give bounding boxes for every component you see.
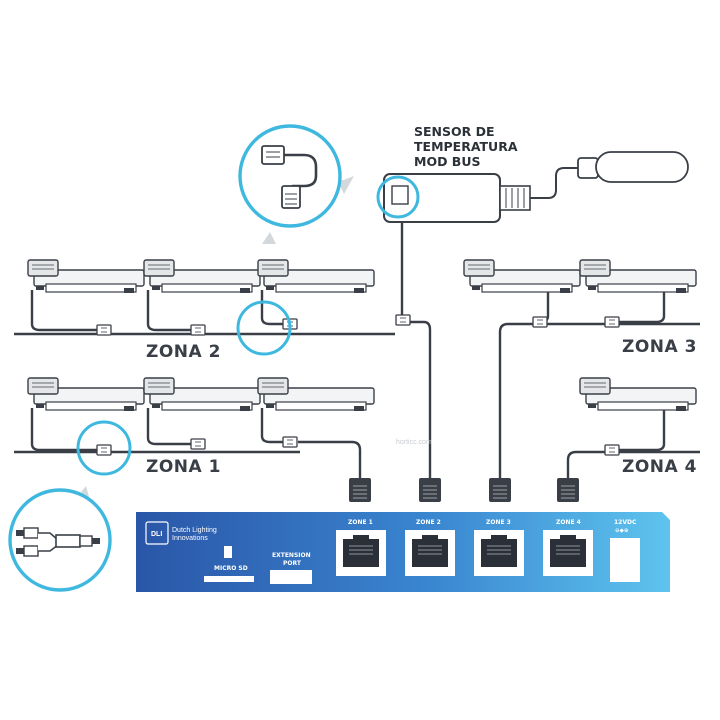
brand-logo xyxy=(145,521,169,545)
zona3-splitter-1 xyxy=(532,316,548,328)
callout-splitter-zoom xyxy=(8,486,112,592)
zona2-splitter-4 xyxy=(395,314,411,326)
micro-sd-label: MICRO SD xyxy=(214,565,248,572)
brand-name-line2: Innovations xyxy=(172,535,208,542)
zone3-port-label: ZONE 3 xyxy=(486,519,511,526)
zona1-highlight-ring xyxy=(76,420,132,476)
zona2-cabling xyxy=(14,188,432,478)
sensor-label-line2: TEMPERATURA xyxy=(414,139,518,154)
zona3-fixture-2 xyxy=(579,259,697,294)
power-jack xyxy=(610,538,640,582)
watermark: horticc.com xyxy=(396,439,432,446)
polarity-symbol-icon: ⊖◆⊕ xyxy=(615,528,628,534)
extension-port-label-line2: PORT xyxy=(283,560,302,567)
zona3-splitter-2 xyxy=(604,316,620,328)
zone3-plug xyxy=(488,477,512,503)
controller-panel: DLI Dutch Lighting Innovations MICRO SD … xyxy=(136,512,670,592)
callout-cable-zoom xyxy=(238,124,354,244)
sensor-label-line3: MOD BUS xyxy=(414,154,480,169)
zona1-cabling xyxy=(14,408,362,478)
zona1-splitter-1 xyxy=(96,444,112,456)
brand-name-line1: Dutch Lighting xyxy=(172,527,217,534)
zona1-fixture-1 xyxy=(27,377,145,412)
zona2-highlight-ring xyxy=(236,300,292,356)
zone3-port xyxy=(473,529,525,577)
zona4-cabling xyxy=(566,408,700,478)
micro-sd-icon xyxy=(224,546,232,558)
zona2-splitter-2 xyxy=(190,324,206,336)
zone2-port-label: ZONE 2 xyxy=(416,519,441,526)
zone2-port xyxy=(404,529,456,577)
zona4-fixture-1 xyxy=(579,377,697,412)
zona1-label: ZONA 1 xyxy=(146,457,221,477)
zone1-port-label: ZONE 1 xyxy=(348,519,373,526)
zona1-splitter-2 xyxy=(190,438,206,450)
sensor-highlight-ring xyxy=(376,175,420,219)
zone1-port xyxy=(335,529,387,577)
zone4-plug xyxy=(556,477,580,503)
zona3-fixture-1 xyxy=(463,259,581,294)
zona2-splitter-1 xyxy=(96,324,112,336)
zona4-label: ZONA 4 xyxy=(622,457,697,477)
zona1-fixture-2 xyxy=(143,377,261,412)
zona2-fixture-2 xyxy=(143,259,261,294)
zona2-fixture-3 xyxy=(257,259,375,294)
zona3-label: ZONA 3 xyxy=(622,337,697,357)
zona2-fixture-1 xyxy=(27,259,145,294)
zona1-splitter-3 xyxy=(282,436,298,448)
zona1-fixture-3 xyxy=(257,377,375,412)
zone4-port xyxy=(542,529,594,577)
zone4-port-label: ZONE 4 xyxy=(556,519,581,526)
zone1-plug xyxy=(348,477,372,503)
sensor-label-line1: SENSOR DE xyxy=(414,124,495,139)
extension-port xyxy=(270,570,312,584)
micro-sd-slot xyxy=(204,576,254,582)
zona2-label: ZONA 2 xyxy=(146,342,221,362)
zone2-plug xyxy=(418,477,442,503)
zona4-splitter-1 xyxy=(604,444,620,456)
brand-logo-text: DLI xyxy=(151,531,162,538)
extension-port-label-line1: EXTENSION xyxy=(272,552,311,559)
power-label: 12VDC xyxy=(614,519,637,526)
